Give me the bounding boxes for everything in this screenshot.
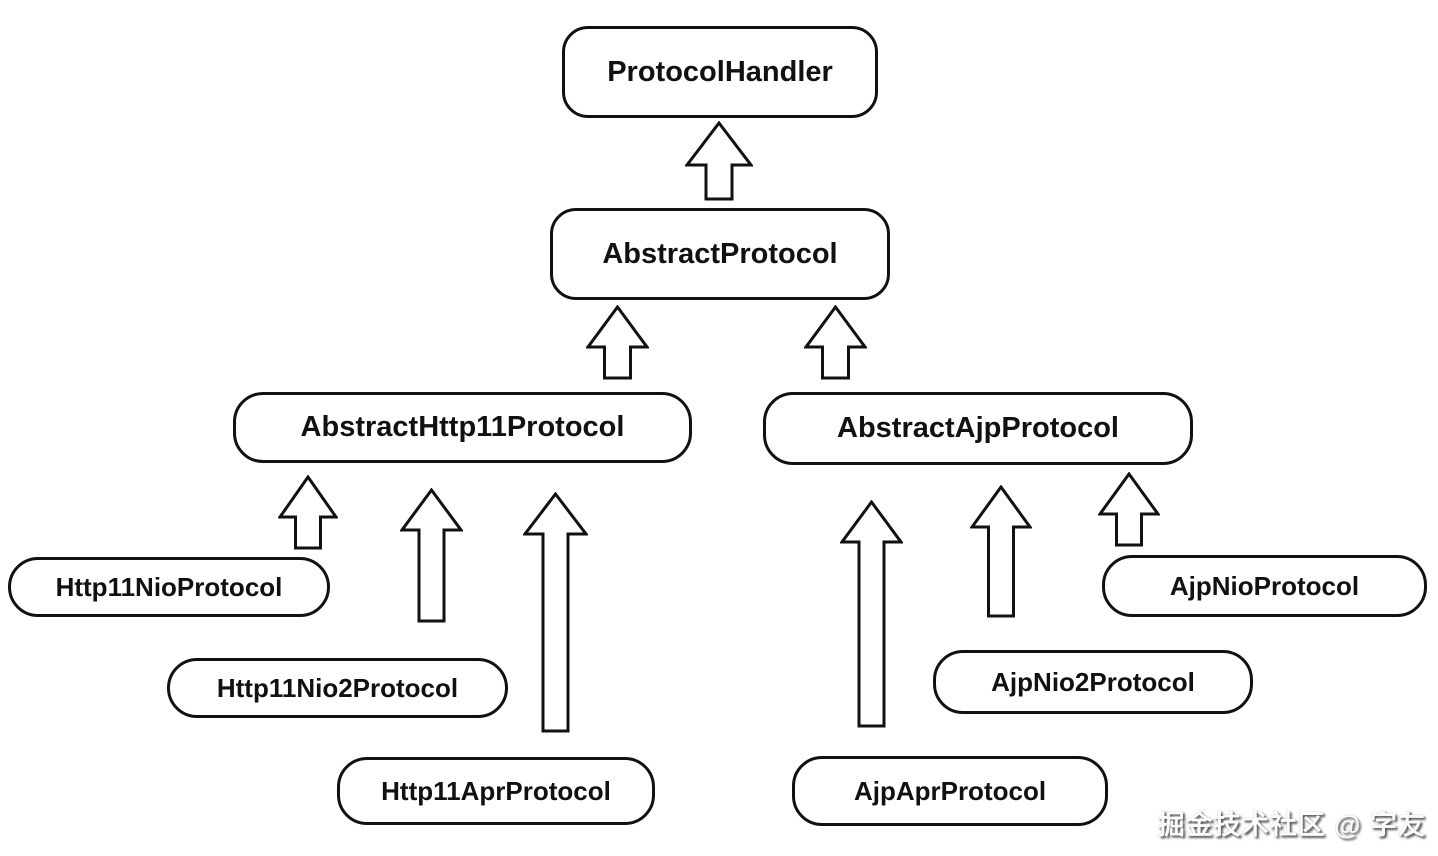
inheritance-arrow-ajpnio-to-abstractajp: [1098, 472, 1160, 547]
class-node-ajp-apr-protocol: AjpAprProtocol: [792, 756, 1108, 826]
class-node-http11-apr-protocol: Http11AprProtocol: [337, 757, 655, 825]
inheritance-arrow-http11nio-to-abstracthttp11: [278, 475, 338, 550]
inheritance-arrow-ajpnio2-to-abstractajp: [970, 485, 1032, 618]
class-node-abstract-protocol: AbstractProtocol: [550, 208, 890, 300]
inheritance-arrow-abstractprotocol-to-protocolhandler: [685, 121, 753, 201]
class-node-ajp-nio-protocol: AjpNioProtocol: [1102, 555, 1427, 617]
inheritance-arrow-abstracthttp11-to-abstractprotocol: [586, 305, 649, 380]
inheritance-arrow-ajpapr-to-abstractajp: [840, 500, 903, 728]
inheritance-arrow-abstractajp-to-abstractprotocol: [804, 305, 867, 380]
class-node-http11-nio-protocol: Http11NioProtocol: [8, 557, 330, 617]
class-node-protocol-handler: ProtocolHandler: [562, 26, 878, 118]
class-node-abstract-http11-protocol: AbstractHttp11Protocol: [233, 392, 692, 463]
class-node-ajp-nio2-protocol: AjpNio2Protocol: [933, 650, 1253, 714]
inheritance-arrow-http11nio2-to-abstracthttp11: [400, 488, 463, 623]
class-node-http11-nio2-protocol: Http11Nio2Protocol: [167, 658, 508, 718]
watermark-text: 掘金技术社区 @ 字友: [1157, 810, 1426, 840]
class-node-abstract-ajp-protocol: AbstractAjpProtocol: [763, 392, 1193, 465]
inheritance-arrow-http11apr-to-abstracthttp11: [523, 492, 588, 733]
